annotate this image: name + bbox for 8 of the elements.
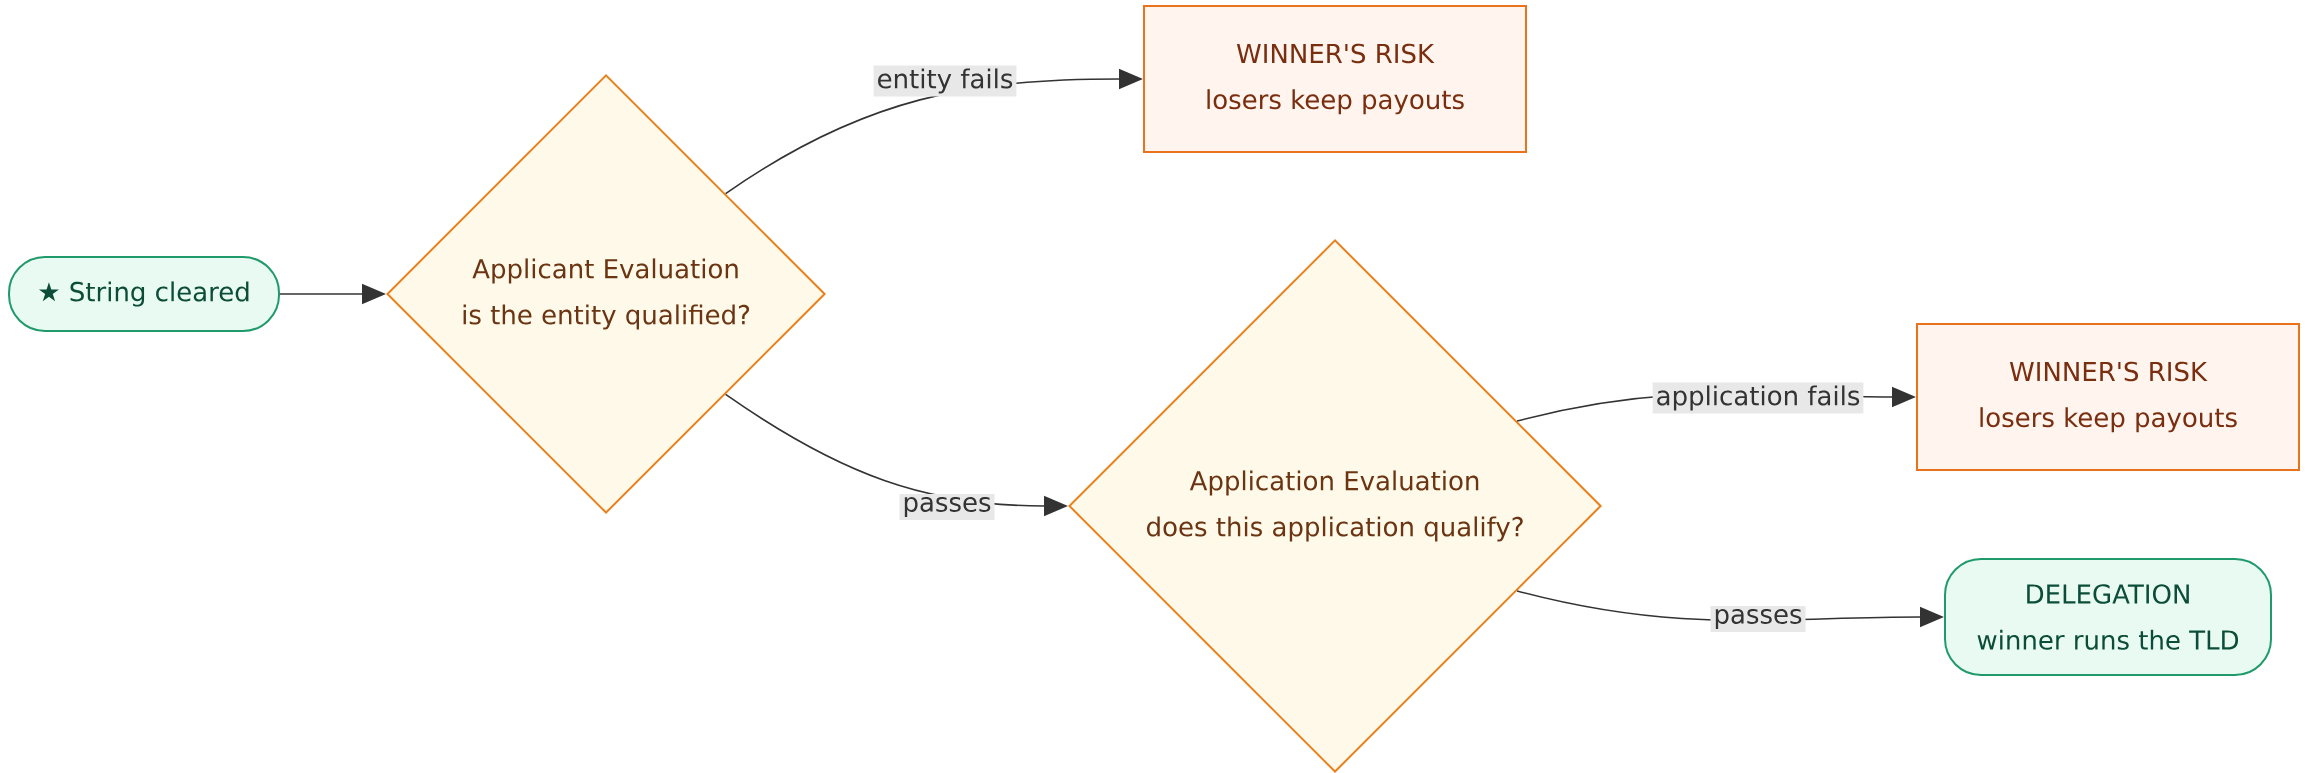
start-pill: ★ String cleared bbox=[8, 256, 280, 332]
edge-label: passes bbox=[1710, 606, 1806, 632]
end-pill: DELEGATION winner runs the TLD bbox=[1944, 558, 2272, 676]
edge-label: passes bbox=[899, 494, 995, 520]
edge-label: entity fails bbox=[873, 65, 1017, 97]
outcome-box: WINNER'S RISK losers keep payouts bbox=[1143, 5, 1527, 153]
edge-label: application fails bbox=[1652, 382, 1864, 414]
outcome-box: WINNER'S RISK losers keep payouts bbox=[1916, 323, 2300, 471]
